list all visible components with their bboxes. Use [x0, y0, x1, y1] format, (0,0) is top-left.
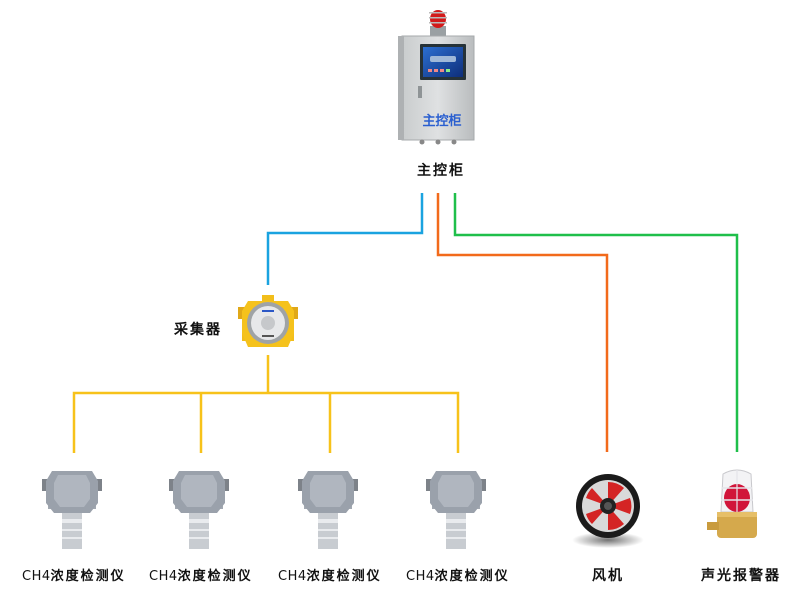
ch4-sensor-4 [422, 467, 490, 553]
sensor-gas-prefix: CH4 [22, 569, 51, 584]
alarm-device [705, 468, 769, 548]
ch4-sensor-3-label: CH4浓度检测仪 [278, 565, 382, 584]
wire-controller-alarm [453, 193, 739, 452]
ch4-sensor-1-label: CH4浓度检测仪 [22, 565, 126, 584]
gas-sensor-icon [42, 471, 102, 549]
ch4-sensor-2 [165, 467, 233, 553]
sensor-type-text: 浓度检测仪 [306, 569, 382, 584]
wire-sensor-bus [72, 391, 460, 453]
collector-device [236, 293, 300, 355]
ch4-sensor-2-label: CH4浓度检测仪 [149, 565, 253, 584]
controller-label: 主控柜 [417, 163, 465, 179]
controller-cabinet: 主控柜 [398, 6, 482, 148]
sensor-gas-prefix: CH4 [278, 569, 307, 584]
wire-controller-fan [436, 193, 609, 452]
collector-icon [238, 295, 298, 347]
sensor-type-text: 浓度检测仪 [177, 569, 253, 584]
ch4-sensor-1 [38, 467, 106, 553]
collector-label: 采集器 [174, 322, 222, 338]
cabinet-panel-text: 主控柜 [422, 114, 462, 129]
wire-controller-collector [266, 193, 424, 285]
sensor-gas-prefix: CH4 [406, 569, 435, 584]
sensor-gas-prefix: CH4 [149, 569, 178, 584]
fan-label: 风机 [592, 568, 624, 584]
alarm-beacon-icon [707, 469, 757, 538]
ch4-sensor-4-label: CH4浓度检测仪 [406, 565, 510, 584]
gas-sensor-icon [426, 471, 486, 549]
sensor-type-text: 浓度检测仪 [50, 569, 126, 584]
gas-sensor-icon [169, 471, 229, 549]
sensor-type-text: 浓度检测仪 [434, 569, 510, 584]
gas-sensor-icon [298, 471, 358, 549]
ch4-sensor-3 [294, 467, 362, 553]
fan-device [568, 470, 648, 550]
fan-icon [572, 474, 644, 548]
alarm-label: 声光报警器 [701, 568, 781, 584]
cabinet-icon [398, 10, 475, 145]
